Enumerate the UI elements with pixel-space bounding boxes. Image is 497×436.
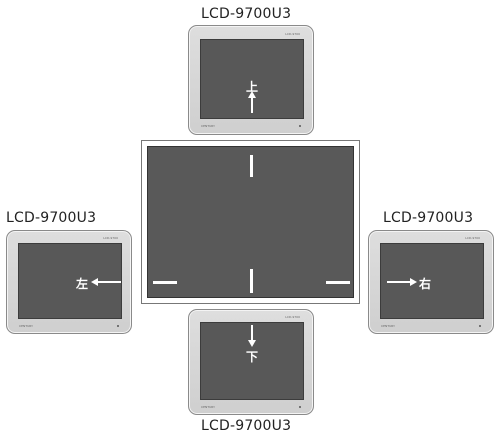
bottom-monitor: LCD-9700 CENTURY 下: [188, 309, 314, 415]
right-monitor-direction-label: 右: [419, 277, 432, 291]
up-arrow-icon: [248, 91, 256, 113]
left-monitor-brand: CENTURY: [19, 324, 33, 328]
left-monitor-screen-tag: LCD-9700: [103, 236, 118, 240]
left-monitor-label: LCD-9700U3: [6, 210, 97, 226]
right-monitor-screen: [380, 243, 484, 319]
right-monitor-power-led: [479, 325, 481, 327]
bottom-monitor-power-led: [299, 406, 301, 408]
right-monitor-screen-tag: LCD-9700: [465, 236, 480, 240]
main-display: [141, 140, 360, 304]
bottom-monitor-direction-label: 下: [246, 350, 259, 364]
main-display-screen: [147, 146, 354, 298]
top-monitor-power-led: [299, 125, 301, 127]
bottom-monitor-brand: CENTURY: [201, 405, 215, 409]
bottom-monitor-screen-tag: LCD-9700: [285, 315, 300, 319]
right-arrow-icon: [387, 278, 417, 286]
left-monitor-power-led: [117, 325, 119, 327]
top-monitor-label: LCD-9700U3: [201, 6, 292, 22]
top-monitor-brand: CENTURY: [201, 124, 215, 128]
top-edge-marker: [250, 155, 253, 177]
top-monitor-screen-tag: LCD-9700: [285, 32, 300, 36]
bottom-monitor-label: LCD-9700U3: [201, 418, 292, 434]
top-monitor-direction-label: 上: [246, 80, 259, 94]
left-monitor-direction-label: 左: [76, 277, 89, 291]
top-monitor: LCD-9700 CENTURY 上: [188, 25, 314, 135]
left-arrow-icon: [91, 278, 121, 286]
down-arrow-icon: [248, 325, 256, 347]
left-monitor: LCD-9700 CENTURY 左: [6, 230, 132, 334]
right-monitor-brand: CENTURY: [381, 324, 395, 328]
right-monitor-label: LCD-9700U3: [383, 210, 474, 226]
right-edge-marker: [326, 281, 350, 284]
right-monitor: LCD-9700 CENTURY 右: [368, 230, 494, 334]
left-edge-marker: [153, 281, 177, 284]
bottom-edge-marker: [250, 269, 253, 293]
